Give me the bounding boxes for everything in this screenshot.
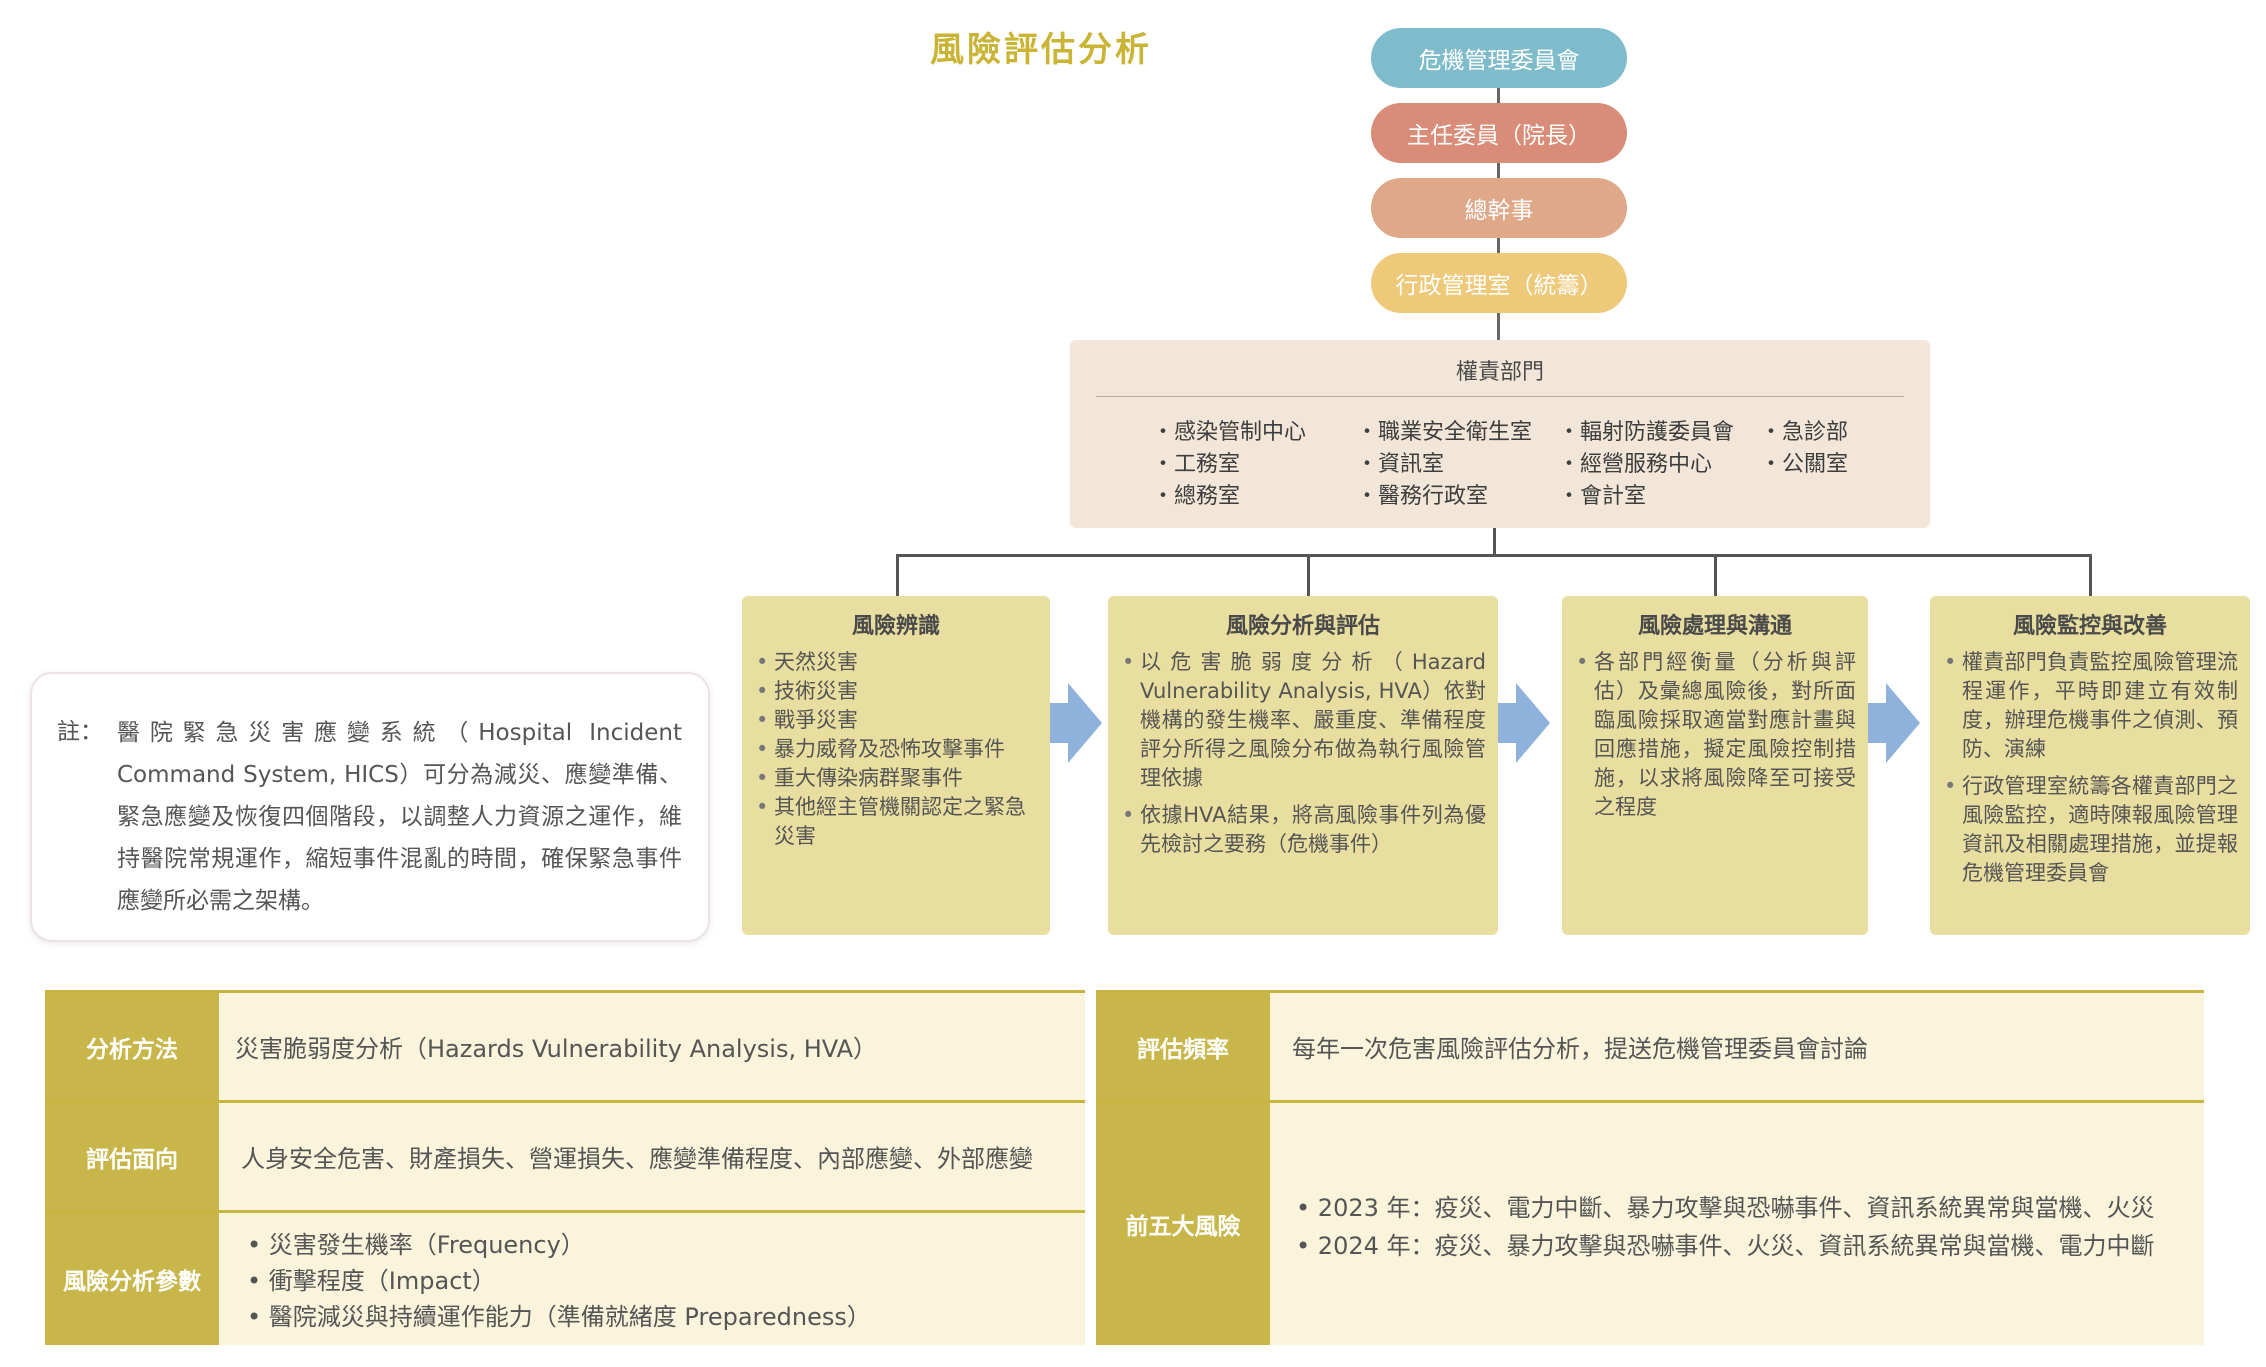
stage-title: 風險監控與改善 bbox=[2012, 614, 2167, 639]
params-list: • 災害發生機率（Frequency） • 衝擊程度（Impact） • 醫院減… bbox=[247, 1227, 871, 1335]
dept-item: ・工務室 bbox=[1152, 452, 1241, 477]
table-label: 評估面向 bbox=[45, 1103, 219, 1210]
stage-body: 天然災害 技術災害 戰爭災害 暴力威脅及恐怖攻擊事件 重大傳染病群聚事件 其他經… bbox=[756, 648, 1038, 851]
stage-title: 風險辨識 bbox=[851, 614, 940, 639]
dept-item: ・急診部 bbox=[1760, 420, 1849, 445]
table-value: 災害脆弱度分析（Hazards Vulnerability Analysis, … bbox=[235, 1035, 878, 1063]
list-item: • 衝擊程度（Impact） bbox=[247, 1267, 496, 1295]
dept-item: ・醫務行政室 bbox=[1356, 484, 1489, 509]
flow-arrow-icon bbox=[1886, 683, 1920, 763]
table-label: 前五大風險 bbox=[1096, 1103, 1270, 1345]
stage-body: 權責部門負責監控風險管理流程運作，平時即建立有效制度，辦理危機事件之偵測、預防、… bbox=[1944, 648, 2238, 896]
assessment-frequency-row: 評估頻率 每年一次危害風險評估分析，提送危機管理委員會討論 bbox=[1096, 990, 2204, 1100]
note-text: 醫院緊急災害應變系統（Hospital Incident Command Sys… bbox=[117, 720, 682, 914]
stage-connector-drop bbox=[1307, 554, 1310, 596]
flow-arrow-stem bbox=[1498, 703, 1518, 743]
stage-body: 各部門經衡量（分析與評估）及彙總風險後，對所面臨風險採取適當對應計畫與回應措施，… bbox=[1576, 648, 1856, 830]
stage-bullet: 技術災害 bbox=[756, 677, 1038, 706]
analysis-method-row: 分析方法 災害脆弱度分析（Hazards Vulnerability Analy… bbox=[45, 990, 1085, 1100]
stage-bullet: 重大傳染病群聚事件 bbox=[756, 764, 1038, 793]
stage-bullet: 暴力威脅及恐怖攻擊事件 bbox=[756, 735, 1038, 764]
stage-bullet: 行政管理室統籌各權責部門之風險監控，適時陳報風險管理資訊及相關處理措施，並提報危… bbox=[1944, 772, 2238, 888]
list-item: • 醫院減災與持續運作能力（準備就緒度 Preparedness） bbox=[247, 1303, 871, 1331]
page-title: 風險評估分析 bbox=[930, 30, 1152, 70]
assessment-aspect-row: 評估面向 人身安全危害、財產損失、營運損失、應變準備程度、內部應變、外部應變 bbox=[45, 1100, 1085, 1210]
dept-item: ・輻射防護委員會 bbox=[1558, 420, 1735, 445]
stage-bullet: 各部門經衡量（分析與評估）及彙總風險後，對所面臨風險採取適當對應計畫與回應措施，… bbox=[1576, 648, 1856, 822]
departments-title: 權責部門 bbox=[1455, 360, 1544, 385]
analysis-params-row: 風險分析參數 • 災害發生機率（Frequency） • 衝擊程度（Impact… bbox=[45, 1210, 1085, 1345]
list-item: • 2023 年：疫災、電力中斷、暴力攻擊與恐嚇事件、資訊系統異常與當機、火災 bbox=[1296, 1194, 2155, 1222]
table-label: 評估頻率 bbox=[1096, 993, 1270, 1100]
stage-bullet: 天然災害 bbox=[756, 648, 1038, 677]
note-label: 註： bbox=[57, 719, 103, 745]
table-label: 分析方法 bbox=[45, 993, 219, 1100]
flow-arrow-icon bbox=[1068, 683, 1102, 763]
list-item: • 災害發生機率（Frequency） bbox=[247, 1231, 585, 1259]
flow-arrow-icon bbox=[1516, 683, 1550, 763]
stage-risk-analysis: 風險分析與評估 以危害脆弱度分析（Hazard Vulnerability An… bbox=[1108, 596, 1498, 935]
table-label: 風險分析參數 bbox=[45, 1213, 219, 1345]
responsible-departments-box: 權責部門 ・感染管制中心 ・職業安全衛生室 ・輻射防護委員會 ・急診部 ・工務室… bbox=[1070, 340, 1930, 528]
stage-bullet: 依據HVA結果，將高風險事件列為優先檢討之要務（危機事件） bbox=[1122, 801, 1486, 859]
crisis-committee-node: 危機管理委員會 bbox=[1371, 28, 1627, 88]
hics-note-box: 註： 醫院緊急災害應變系統（Hospital Incident Command … bbox=[30, 672, 710, 942]
dept-item: ・資訊室 bbox=[1356, 452, 1445, 477]
stage-risk-monitoring: 風險監控與改善 權責部門負責監控風險管理流程運作，平時即建立有效制度，辦理危機事… bbox=[1930, 596, 2250, 935]
table-value: 每年一次危害風險評估分析，提送危機管理委員會討論 bbox=[1292, 1035, 1868, 1063]
stage-risk-identification: 風險辨識 天然災害 技術災害 戰爭災害 暴力威脅及恐怖攻擊事件 重大傳染病群聚事… bbox=[742, 596, 1050, 935]
dept-item: ・會計室 bbox=[1558, 484, 1647, 509]
flow-arrow-stem bbox=[1868, 703, 1888, 743]
top-five-risks-row: 前五大風險 • 2023 年：疫災、電力中斷、暴力攻擊與恐嚇事件、資訊系統異常與… bbox=[1096, 1100, 2204, 1345]
dept-connector bbox=[1493, 528, 1496, 556]
admin-office-node: 行政管理室（統籌） bbox=[1371, 253, 1627, 313]
stage-connector-drop bbox=[2089, 554, 2092, 596]
stage-risk-treatment: 風險處理與溝通 各部門經衡量（分析與評估）及彙總風險後，對所面臨風險採取適當對應… bbox=[1562, 596, 1868, 935]
flow-arrow-stem bbox=[1050, 703, 1070, 743]
departments-divider bbox=[1096, 396, 1904, 397]
table-value: 人身安全危害、財產損失、營運損失、應變準備程度、內部應變、外部應變 bbox=[241, 1145, 1033, 1173]
dept-item: ・感染管制中心 bbox=[1152, 420, 1307, 445]
dept-item: ・職業安全衛生室 bbox=[1356, 420, 1533, 445]
stage-bullet: 權責部門負責監控風險管理流程運作，平時即建立有效制度，辦理危機事件之偵測、預防、… bbox=[1944, 648, 2238, 764]
dept-item: ・經營服務中心 bbox=[1558, 452, 1713, 477]
stage-bullet: 戰爭災害 bbox=[756, 706, 1038, 735]
dept-item: ・公關室 bbox=[1760, 452, 1849, 477]
stage-bullet: 其他經主管機關認定之緊急災害 bbox=[756, 793, 1038, 851]
chairman-node: 主任委員（院長） bbox=[1371, 103, 1627, 163]
secretary-general-node: 總幹事 bbox=[1371, 178, 1627, 238]
dept-item: ・總務室 bbox=[1152, 484, 1241, 509]
stage-connector-drop bbox=[896, 554, 899, 596]
stage-connector-horizontal bbox=[896, 554, 2092, 557]
stage-connector-drop bbox=[1714, 554, 1717, 596]
stage-body: 以危害脆弱度分析（Hazard Vulnerability Analysis, … bbox=[1122, 648, 1486, 867]
stage-bullet: 以危害脆弱度分析（Hazard Vulnerability Analysis, … bbox=[1122, 648, 1486, 793]
stage-title: 風險處理與溝通 bbox=[1637, 614, 1792, 639]
stage-title: 風險分析與評估 bbox=[1225, 614, 1380, 639]
top-risks-list: • 2023 年：疫災、電力中斷、暴力攻擊與恐嚇事件、資訊系統異常與當機、火災 … bbox=[1296, 1189, 2155, 1265]
list-item: • 2024 年：疫災、暴力攻擊與恐嚇事件、火災、資訊系統異常與當機、電力中斷 bbox=[1296, 1232, 2155, 1260]
